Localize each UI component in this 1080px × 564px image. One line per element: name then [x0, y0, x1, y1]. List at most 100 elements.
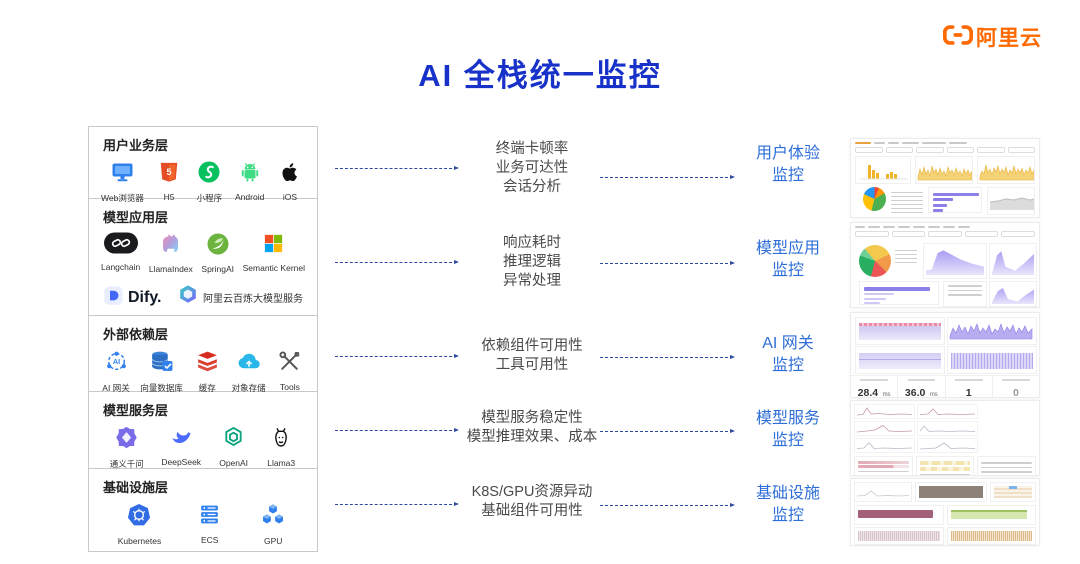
layer-external-dependency: 外部依赖层 AI AI 网关 向量数据库 缓存 对象存储	[88, 315, 318, 394]
hbar-chart-mini	[928, 187, 983, 213]
item-label: LlamaIndex	[148, 264, 193, 274]
flow-arrow-right-2	[600, 261, 735, 265]
alibaba-cloud-bracket-icon	[942, 24, 974, 51]
semantic-kernel-icon	[262, 232, 285, 260]
layer-infrastructure: 基础设施层 Kubernetes ECS GPU	[88, 468, 318, 552]
ecs-server-icon	[197, 502, 222, 532]
dashboard-thumbnail-model-service	[850, 400, 1040, 476]
metric-unit: ms	[882, 392, 891, 398]
flow-metrics-gateway: 依赖组件可用性 工具可用性	[422, 337, 642, 375]
pie-chart-mini	[859, 245, 891, 277]
flow-metrics-infrastructure: K8S/GPU资源异动 基础组件可用性	[412, 483, 652, 521]
metric-value: 0	[1012, 387, 1019, 398]
spiky-chart-mini	[915, 156, 974, 184]
item-label: 小程序	[196, 193, 223, 203]
flow-line: 工具可用性	[495, 357, 569, 373]
web-browser-icon	[110, 160, 135, 189]
bailian-cube-icon	[177, 284, 199, 311]
flow-arrow-left-4	[335, 428, 459, 432]
item-android: Android	[235, 160, 265, 202]
html5-icon: 5	[158, 160, 180, 189]
item-label: 对象存储	[231, 383, 266, 393]
layer-title: 模型服务层	[103, 403, 169, 418]
flow-line: 异常处理	[503, 273, 561, 289]
item-label: 向量数据库	[140, 383, 183, 393]
item-ios: iOS	[275, 160, 305, 202]
item-label: DeepSeek	[161, 457, 202, 467]
apple-icon	[279, 160, 301, 189]
noisy-tan-chart	[946, 527, 1036, 545]
item-bailian: 阿里云百炼大模型服务	[177, 284, 303, 311]
monitor-label-model-app: 模型应用 监控	[755, 240, 820, 279]
layer-model-service: 模型服务层 通义千问 DeepSeek OpenAI Llama3	[88, 391, 318, 469]
layer-user-business: 用户业务层 Web浏览器 5 H5 小程序 Android	[88, 126, 318, 203]
monitor-label-infrastructure: 基础设施 监控	[755, 485, 820, 524]
flow-line: 终端卡顿率	[495, 141, 569, 157]
tools-icon	[277, 349, 302, 379]
flow-metrics-user-experience: 终端卡顿率 业务可达性 会话分析	[432, 140, 632, 197]
item-label: OpenAI	[219, 458, 249, 468]
metric-cards-row: 28.4 ms 36.0 ms 1 0	[851, 375, 1039, 398]
layer-title: 用户业务层	[103, 138, 169, 153]
metric-card: 28.4 ms	[851, 376, 899, 398]
metric-value: 1	[965, 387, 972, 398]
item-label: SpringAI	[201, 264, 235, 274]
flow-line: 推理逻辑	[503, 254, 561, 270]
svg-text:AI: AI	[112, 357, 119, 366]
item-springai: SpringAI	[201, 232, 234, 274]
item-web-browser: Web浏览器	[101, 160, 144, 204]
item-ai-gateway: AI AI 网关	[101, 349, 131, 394]
item-qianwen: 通义千问	[110, 425, 144, 470]
dashboard-thumbnail-model-app	[850, 222, 1040, 308]
flow-metrics-model-service: 模型服务稳定性 模型推理效果、成本	[412, 409, 652, 447]
hbar-chart-mini	[859, 281, 939, 305]
flow-line: K8S/GPU资源异动	[471, 484, 593, 500]
item-label: Langchain	[101, 262, 141, 272]
monitor-label-gateway: AI 网关 监控	[762, 335, 814, 374]
item-label: Android	[235, 192, 265, 202]
flow-line: 响应耗时	[503, 235, 561, 251]
dify-wordmark: Dify.	[128, 288, 162, 306]
alibaba-cloud-logo: 阿里云	[942, 22, 1042, 52]
flow-arrow-right-4	[600, 429, 735, 433]
item-label: Llama3	[267, 458, 296, 468]
ai-gateway-icon: AI	[104, 349, 129, 379]
vector-database-icon	[149, 349, 174, 379]
item-label: GPU	[264, 536, 283, 546]
dark-block-chart	[915, 482, 987, 502]
metric-value: 28.4	[857, 387, 879, 398]
redis-cache-icon	[195, 349, 220, 379]
layer-model-application: 模型应用层 Langchain LlamaIndex SpringAI Sema…	[88, 198, 318, 316]
kubernetes-icon	[126, 502, 152, 533]
deepseek-whale-icon	[168, 425, 194, 454]
legend-mini	[895, 247, 917, 266]
item-langchain: Langchain	[101, 232, 140, 272]
android-icon	[238, 160, 262, 189]
purple-area-chart	[923, 243, 987, 279]
item-label: Tools	[280, 382, 300, 392]
flow-line: 模型服务稳定性	[481, 410, 583, 426]
item-llamaindex: LlamaIndex	[149, 232, 193, 274]
purple-area-chart	[989, 243, 1037, 279]
flow-arrow-left-5	[335, 502, 459, 506]
maroon-band-chart	[854, 505, 944, 525]
table-mini	[943, 281, 987, 307]
metric-card: 0	[993, 376, 1039, 398]
layer-title: 模型应用层	[103, 210, 169, 225]
dashboard-thumbnail-infrastructure	[850, 478, 1040, 546]
item-semantic-kernel: Semantic Kernel	[243, 232, 305, 273]
llamaindex-icon	[159, 232, 183, 261]
flow-line: 模型推理效果、成本	[466, 429, 598, 445]
metric-value: 36.0	[904, 387, 926, 398]
dify-icon	[103, 285, 124, 311]
flow-arrow-right-3	[600, 355, 735, 359]
flow-arrow-left-1	[335, 166, 459, 170]
green-band-chart	[946, 505, 1036, 525]
item-openai: OpenAI	[219, 425, 249, 468]
item-label: 缓存	[198, 383, 216, 393]
flow-arrow-right-5	[600, 503, 735, 507]
table-pink-mini	[854, 456, 913, 475]
item-vector-db: 向量数据库	[140, 349, 183, 394]
band-chart-pink-top	[855, 317, 945, 345]
layer-title: 外部依赖层	[103, 327, 169, 342]
